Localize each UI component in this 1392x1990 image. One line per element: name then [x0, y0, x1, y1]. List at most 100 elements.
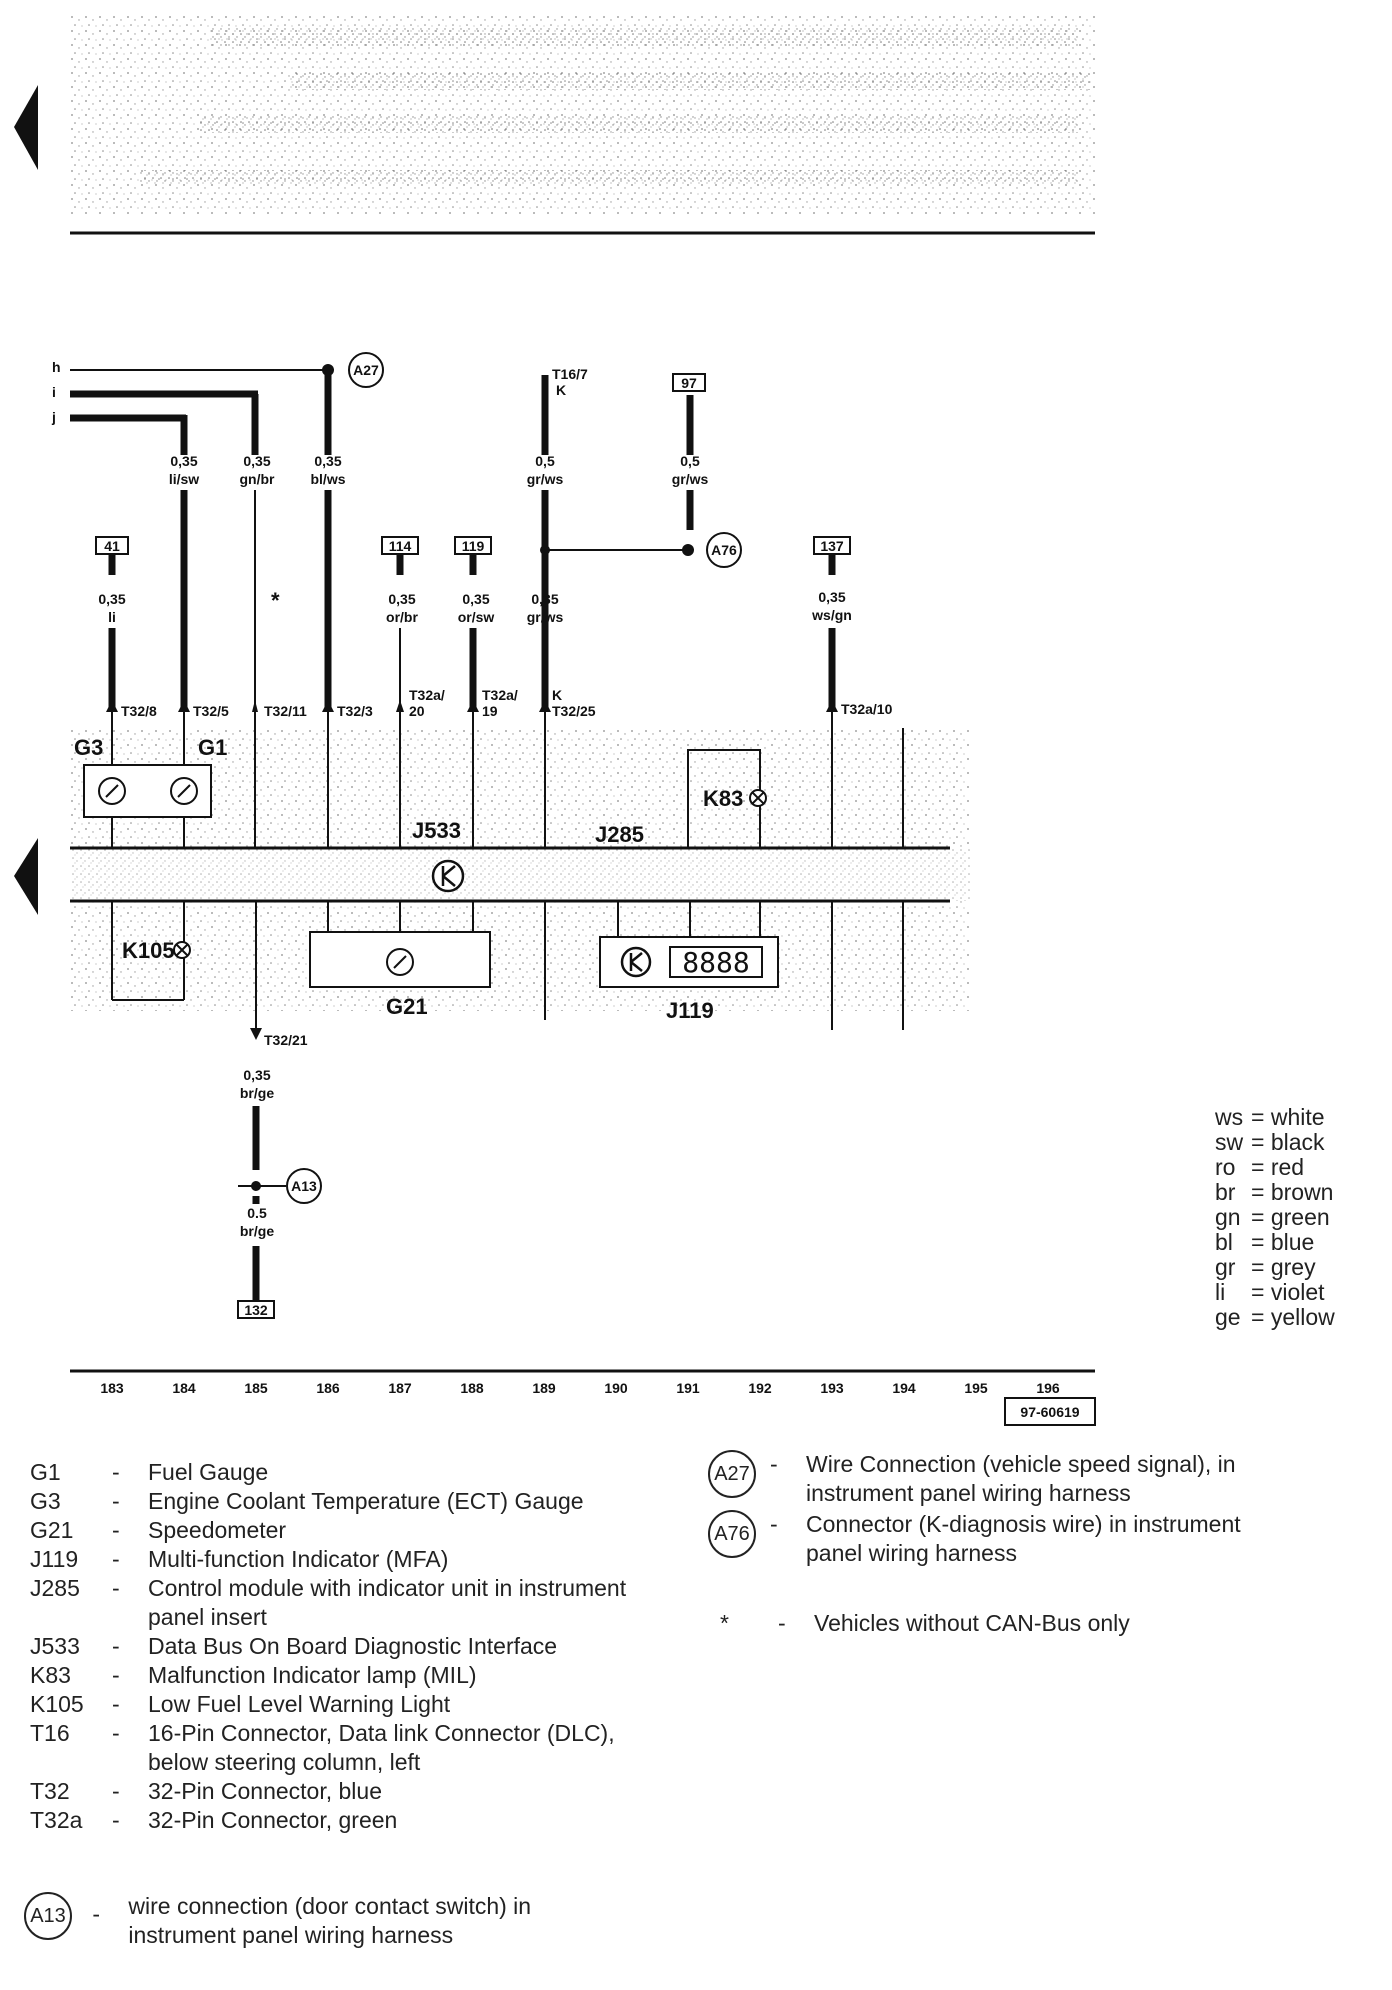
color-legend-row: li= violet	[1215, 1279, 1325, 1305]
instrument-panel-lower	[70, 901, 970, 1011]
a76-circle-icon: A76	[708, 1510, 756, 1558]
svg-text:li: li	[108, 609, 116, 625]
svg-text:137: 137	[820, 538, 844, 554]
column-number: 191	[676, 1380, 700, 1396]
left-wires: h i j	[51, 359, 334, 455]
column-number: 185	[244, 1380, 268, 1396]
svg-text:97: 97	[681, 375, 697, 391]
legend-row: K83-Malfunction Indicator lamp (MIL)	[30, 1662, 477, 1688]
legend-a13: A13 -wire connection (door contact switc…	[24, 1892, 531, 1950]
svg-text:ws/gn: ws/gn	[811, 607, 852, 623]
column-number: 190	[604, 1380, 628, 1396]
svg-text:G21: G21	[386, 994, 428, 1019]
color-legend-row: ro= red	[1215, 1154, 1305, 1180]
legend-row: J533-Data Bus On Board Diagnostic Interf…	[30, 1633, 558, 1659]
svg-text:0,35: 0,35	[462, 591, 489, 607]
mfa-j119: 8888 J119	[544, 901, 904, 1030]
svg-text:0,35: 0,35	[388, 591, 415, 607]
svg-text:0,35: 0,35	[531, 591, 558, 607]
svg-text:132: 132	[244, 1302, 268, 1318]
svg-text:0,35: 0,35	[243, 1067, 270, 1083]
color-legend-row: ge= yellow	[1215, 1304, 1335, 1330]
prev-page-arrow-icon	[14, 85, 38, 170]
svg-text:K105: K105	[122, 938, 175, 963]
svg-text:41: 41	[104, 538, 120, 554]
t16-pin-label: T16/7	[552, 366, 588, 382]
legend-row: T16-16-Pin Connector, Data link Connecto…	[30, 1720, 615, 1775]
svg-text:li/sw: li/sw	[169, 471, 199, 487]
column-number: 188	[460, 1380, 484, 1396]
svg-text:T32/25: T32/25	[552, 703, 596, 719]
svg-text:T32a/: T32a/	[409, 687, 445, 703]
label-j285: J285	[595, 822, 644, 847]
legend-row: J285-Control module with indicator unit …	[30, 1575, 627, 1630]
svg-text:0,5: 0,5	[535, 453, 555, 469]
svg-text:gn/br: gn/br	[240, 471, 276, 487]
svg-text:or/sw: or/sw	[458, 609, 495, 625]
svg-text:or/br: or/br	[386, 609, 418, 625]
t16-k-label: K	[556, 382, 566, 398]
wire-label-j: j	[51, 409, 56, 425]
legend-row: G3-Engine Coolant Temperature (ECT) Gaug…	[30, 1488, 584, 1514]
color-legend-row: br= brown	[1215, 1179, 1334, 1205]
legend-row: A27-Wire Connection (vehicle speed signa…	[708, 1450, 1241, 1508]
svg-text:br/ge: br/ge	[240, 1223, 274, 1239]
svg-text:20: 20	[409, 703, 425, 719]
color-legend-row: sw= black	[1215, 1129, 1325, 1155]
circle-references: A27 A76 A13	[286, 352, 742, 1204]
instrument-panel-upper	[70, 728, 970, 848]
svg-text:0,5: 0,5	[680, 453, 700, 469]
lower-wire-185	[238, 901, 286, 1301]
mil-lamp-k83: K83	[687, 749, 767, 849]
label-j533: J533	[412, 818, 461, 843]
drawing-number: 97-60619	[1020, 1404, 1079, 1420]
svg-text:A27: A27	[353, 362, 379, 378]
asterisk-note: *	[271, 588, 280, 613]
svg-text:0,35: 0,35	[818, 589, 845, 605]
color-legend-row: gn= green	[1215, 1204, 1330, 1230]
prev-page-arrow-icon	[14, 838, 38, 915]
svg-text:119: 119	[462, 538, 485, 554]
svg-text:K83: K83	[703, 786, 743, 811]
legend-row: T32-32-Pin Connector, blue	[30, 1778, 382, 1804]
component-legend-right: A27-Wire Connection (vehicle speed signa…	[708, 1450, 1241, 1570]
speedometer-g21: G21	[309, 901, 491, 1019]
svg-text:0,35: 0,35	[170, 453, 197, 469]
drawing-number-box	[1004, 1397, 1096, 1426]
low-fuel-light-k105: K105	[111, 901, 191, 1001]
column-number: 196	[1036, 1380, 1060, 1396]
column-number: 187	[388, 1380, 412, 1396]
svg-text:br/ge: br/ge	[240, 1085, 274, 1101]
column-number: 184	[172, 1380, 196, 1396]
legend-row: K105-Low Fuel Level Warning Light	[30, 1691, 451, 1717]
wire-label-i: i	[52, 384, 56, 400]
pin-labels: T32/8 T32/5 T32/11 T32/3 T32a/ 20 T32a/ …	[121, 687, 893, 1048]
legend-row: A76-Connector (K-diagnosis wire) in inst…	[708, 1510, 1241, 1568]
gauge-box-g3-g1: G3 G1	[74, 735, 227, 848]
svg-text:19: 19	[482, 703, 498, 719]
a13-circle-icon: A13	[24, 1892, 72, 1940]
svg-text:gr/ws: gr/ws	[527, 609, 564, 625]
legend-row: G21-Speedometer	[30, 1517, 287, 1543]
legend-row: T32a-32-Pin Connector, green	[30, 1807, 398, 1833]
column-number: 189	[532, 1380, 556, 1396]
wire-labels: 0,35 li/sw 0,35 gn/br 0,35 bl/ws 0,5 gr/…	[98, 453, 851, 1239]
svg-text:0,35: 0,35	[243, 453, 270, 469]
svg-text:0,35: 0,35	[98, 591, 125, 607]
svg-text:J119: J119	[666, 998, 714, 1023]
a27-circle-icon: A27	[708, 1450, 756, 1498]
svg-text:gr/ws: gr/ws	[527, 471, 564, 487]
column-number: 195	[964, 1380, 988, 1396]
column-number: 194	[892, 1380, 916, 1396]
color-legend-row: gr= grey	[1215, 1254, 1316, 1280]
svg-text:K: K	[552, 687, 562, 703]
svg-text:T32/21: T32/21	[264, 1032, 308, 1048]
boxed-references: 97 41 114 119 137 132	[95, 373, 851, 1319]
svg-text:A13: A13	[291, 1178, 317, 1194]
svg-text:T32/3: T32/3	[337, 703, 373, 719]
wire-label-h: h	[52, 359, 61, 375]
